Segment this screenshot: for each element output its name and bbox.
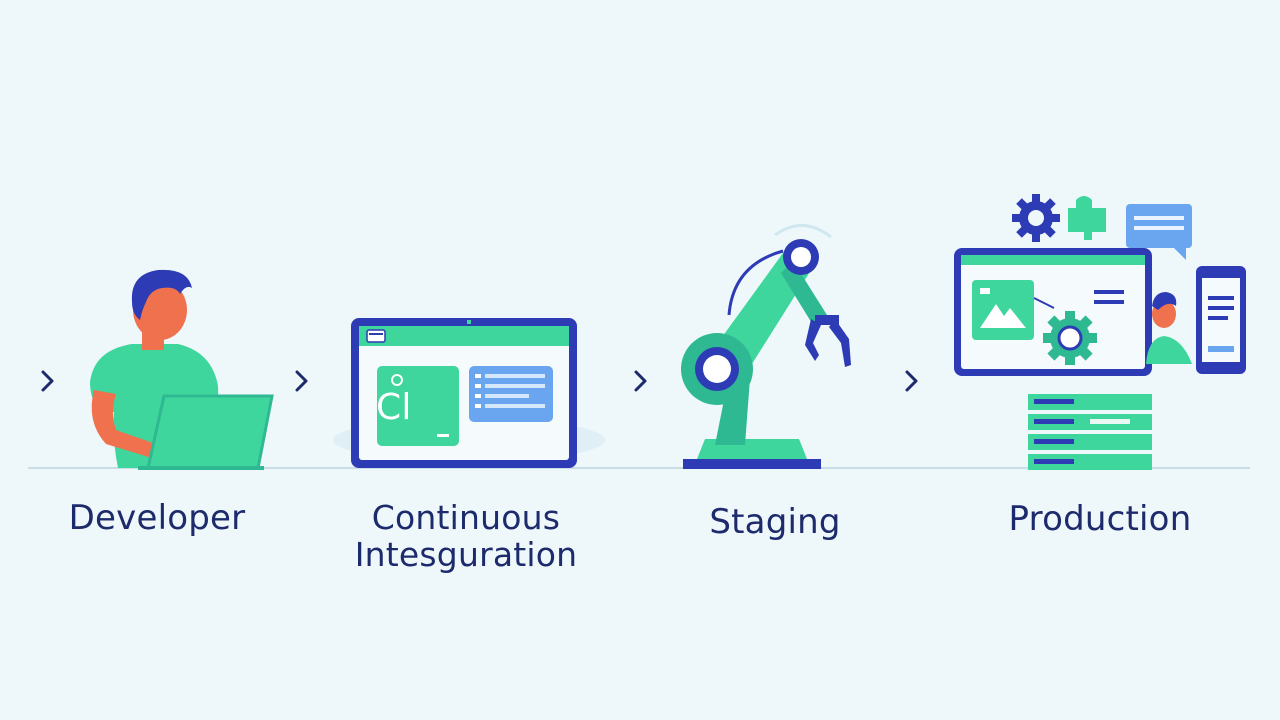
gear-icon bbox=[1043, 311, 1097, 365]
stage-label-ci: Continuous Intesguration bbox=[330, 499, 602, 573]
chevron-right-icon bbox=[905, 370, 918, 392]
production-icon bbox=[954, 194, 1246, 470]
chevron-right-icon bbox=[634, 370, 647, 392]
stage-label-staging: Staging bbox=[709, 502, 841, 542]
phone-icon bbox=[1196, 266, 1246, 374]
stage-label-ci-line2: Intesguration bbox=[354, 535, 578, 574]
ci-badge-text: Cl bbox=[376, 387, 412, 428]
chat-bubble-icon bbox=[1126, 204, 1192, 260]
robot-arm-icon bbox=[681, 224, 851, 469]
stage-label-ci-line1: Continuous bbox=[371, 498, 561, 537]
stage-label-developer: Developer bbox=[68, 498, 246, 538]
gear-icon bbox=[1012, 194, 1060, 242]
server-rack-icon bbox=[1028, 394, 1152, 470]
chevron-right-icon bbox=[41, 370, 54, 392]
ci-monitor-icon bbox=[333, 318, 605, 468]
chevron-right-icon bbox=[295, 370, 308, 392]
stage-label-production: Production bbox=[1008, 499, 1192, 539]
baseline-divider bbox=[28, 467, 1250, 469]
developer-icon bbox=[90, 269, 274, 470]
